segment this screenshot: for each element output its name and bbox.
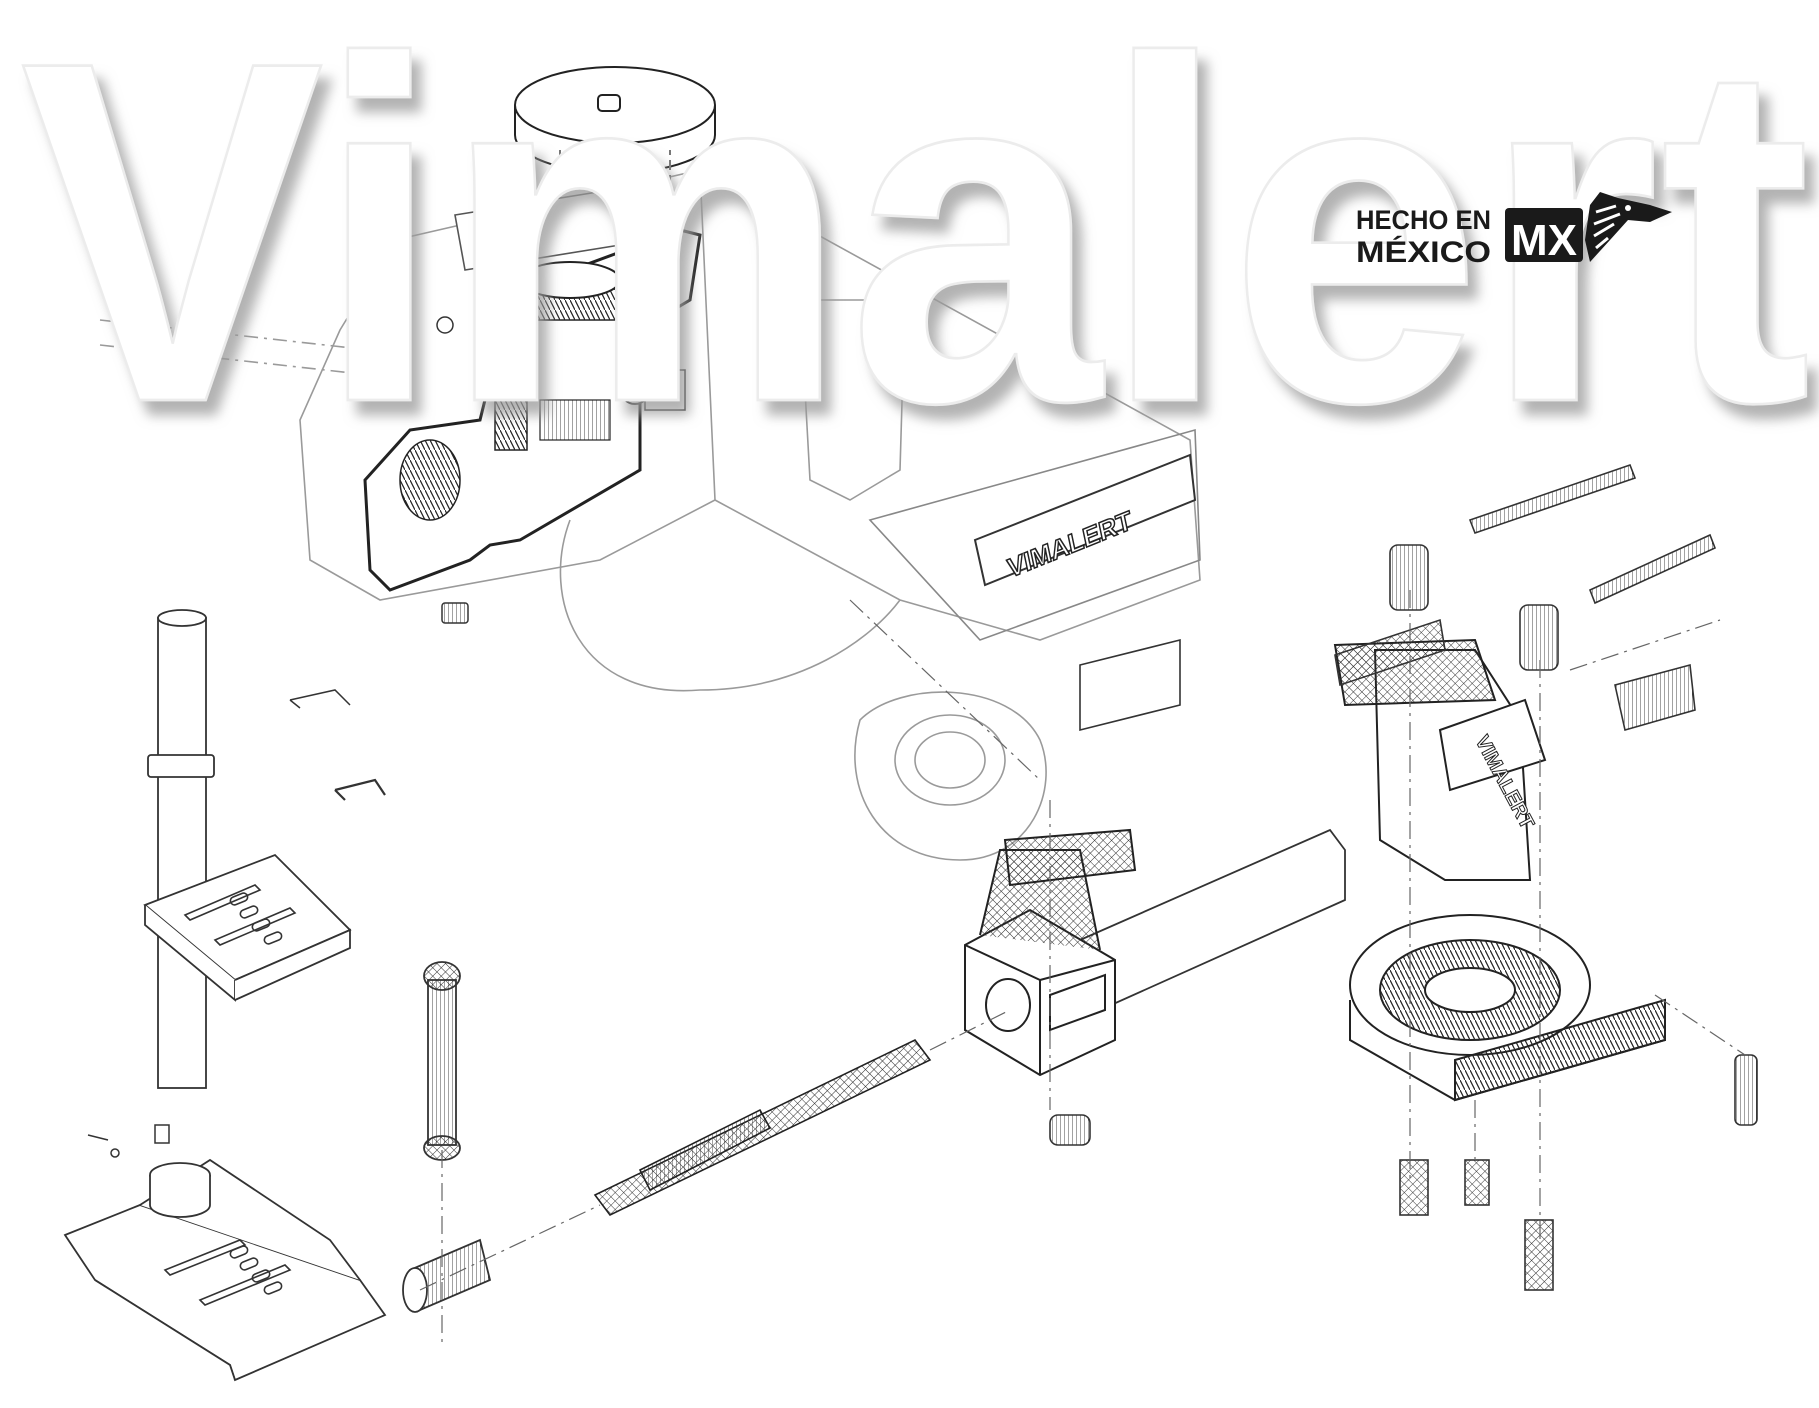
vise-rods <box>1079 463 1717 732</box>
gearbox-knob <box>441 602 469 624</box>
badge-mark: MX <box>1511 216 1577 265</box>
gearbox-gasket <box>363 228 702 592</box>
lead-screw <box>593 1038 932 1217</box>
vise-pins <box>1389 544 1758 1126</box>
pulley-disc <box>514 66 716 181</box>
vise-bolts <box>1049 1114 1554 1291</box>
guide-rod <box>423 961 461 1161</box>
gearbox-top-cover <box>454 189 621 271</box>
gearbox-gears <box>399 261 686 521</box>
mx-mark-box <box>1505 208 1583 262</box>
drill-stand-column <box>147 609 215 1089</box>
drill-table <box>143 853 352 1002</box>
drill-stand-base <box>63 1158 387 1382</box>
drill-stand-small-parts <box>87 689 386 1158</box>
vise-front-jaw-block <box>964 828 1137 1077</box>
screw-handle-sleeve <box>402 1238 492 1313</box>
gearbox-housing <box>99 169 1201 861</box>
assembly-centerlines <box>419 590 1746 1345</box>
badge-line1: HECHO EN <box>1356 205 1491 235</box>
badge-line2: MÉXICO <box>1356 235 1491 269</box>
vise-swivel-base <box>1349 914 1666 1102</box>
hecho-en-mexico-badge: HECHO EN MÉXICO MX <box>1356 192 1672 269</box>
eagle-head-icon <box>1585 192 1672 262</box>
